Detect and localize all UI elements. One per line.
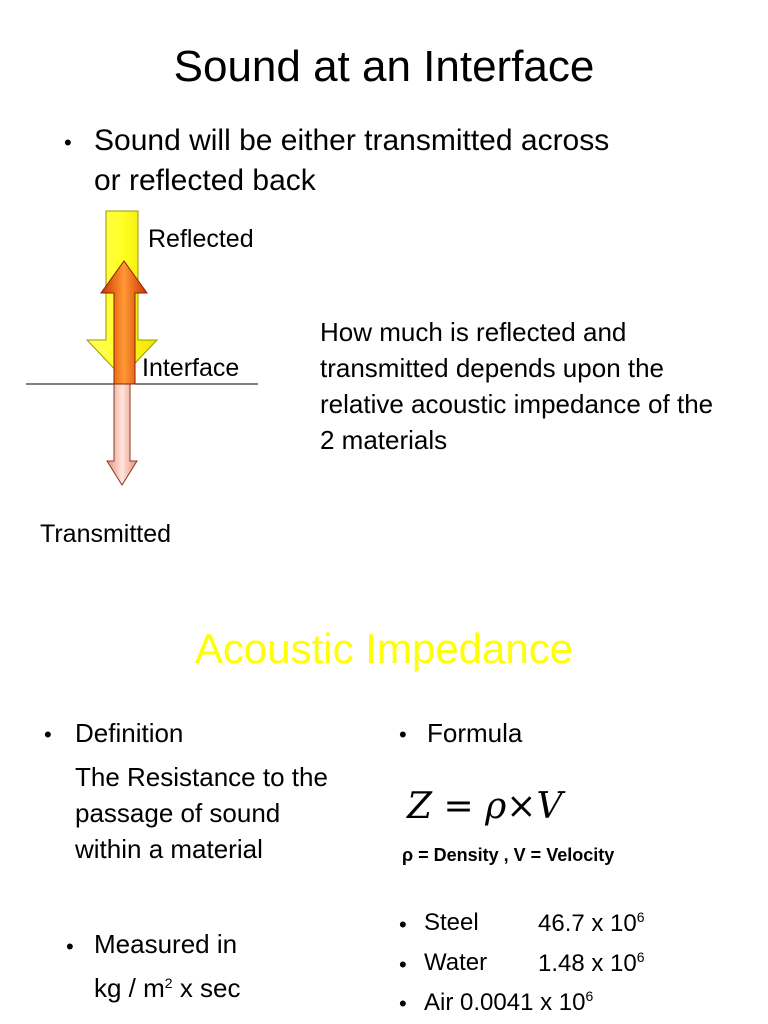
unit-exponent: 2 <box>164 975 173 991</box>
formula-v: V <box>536 786 563 827</box>
incident-arrow <box>100 260 148 385</box>
bullet-dot: • <box>66 934 74 959</box>
slide1-title: Sound at an Interface <box>173 42 595 91</box>
bullet-dot: • <box>399 991 407 1016</box>
material-value-exponent: 6 <box>585 988 594 1004</box>
formula-equals: = <box>443 786 474 827</box>
definition-line2: passage of sound <box>75 798 281 828</box>
material-value-steel: 46.7 x 106 <box>538 909 645 938</box>
impedance-formula: Z = ρ×V <box>407 786 562 827</box>
material-value-water: 1.48 x 106 <box>538 949 645 978</box>
unit-base: kg / m <box>94 973 165 1003</box>
definition-line3: within a material <box>75 834 263 864</box>
formula-label: Formula <box>427 718 523 748</box>
formula-rho: ρ <box>485 786 507 827</box>
label-interface: Interface <box>142 354 240 382</box>
bullet-dot: • <box>399 952 407 977</box>
label-transmitted: Transmitted <box>40 520 172 548</box>
bullet-dot: • <box>64 130 72 155</box>
unit-tail: x sec <box>172 973 241 1003</box>
material-air: Air 0.0041 x 106 <box>424 988 593 1017</box>
material-name-steel: Steel <box>424 909 479 936</box>
formula-legend: ρ = Density , V = Velocity <box>402 845 615 865</box>
material-value-air: 0.0041 x 10 <box>460 989 586 1016</box>
material-value-text: 46.7 x 10 <box>538 910 637 937</box>
definition-label: Definition <box>75 718 184 748</box>
bullet-dot: • <box>44 722 52 747</box>
definition-line1: The Resistance to the <box>75 762 328 792</box>
unit-text: kg / m2 x sec <box>94 973 241 1004</box>
bullet-text-line1: Sound will be either transmitted across <box>94 124 610 157</box>
material-name-water: Water <box>424 949 488 976</box>
material-value-text: 1.48 x 10 <box>538 950 637 977</box>
formula-times: × <box>506 786 537 827</box>
slide2-title: Acoustic Impedance <box>194 625 574 672</box>
explanation-text: How much is reflected and transmitted de… <box>320 317 714 455</box>
bullet-dot: • <box>399 912 407 937</box>
bullet-dot: • <box>399 722 407 747</box>
label-reflected: Reflected <box>148 225 254 253</box>
material-name-air: Air <box>424 989 454 1016</box>
measured-label: Measured in <box>94 929 238 959</box>
bullet-text-line2: or reflected back <box>94 164 316 197</box>
transmitted-arrow <box>106 382 138 486</box>
interface-diagram <box>26 210 258 486</box>
formula-z: Z <box>407 786 433 827</box>
material-value-exponent: 6 <box>636 909 645 925</box>
material-value-exponent: 6 <box>636 949 645 965</box>
